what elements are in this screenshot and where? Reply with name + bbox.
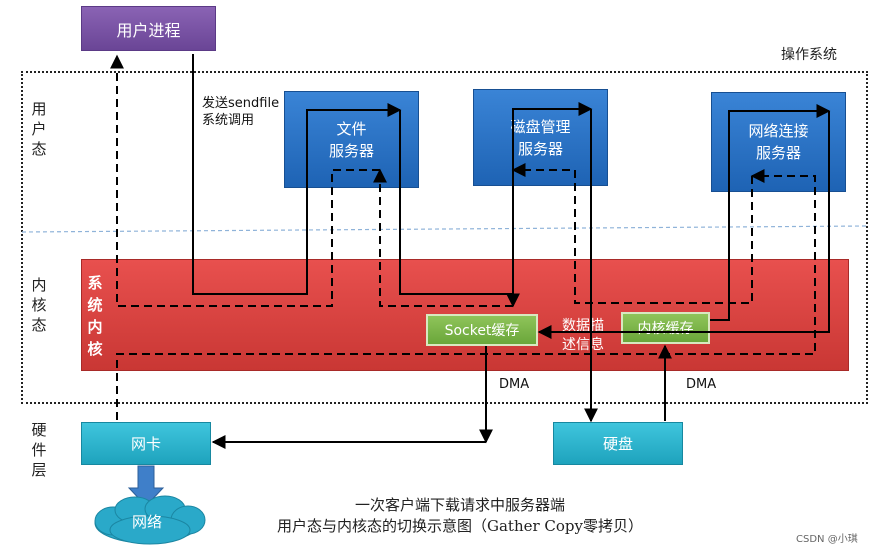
sendfile-note: 发送sendfile 系统调用 <box>202 95 279 129</box>
watermark: CSDN @小琪 <box>796 534 858 545</box>
network-server-line2: 服务器 <box>755 144 801 162</box>
caption-line1: 一次客户端下载请求中服务器端 <box>354 496 565 514</box>
layer-label-kernel: 内核态 <box>30 275 48 335</box>
network-cloud-label: 网络 <box>131 513 162 531</box>
figure-caption: 一次客户端下载请求中服务器端 用户态与内核态的切换示意图（Gather Copy… <box>200 494 720 536</box>
descriptor-label: 数据描 述信息 <box>562 317 622 355</box>
dma-label-left: DMA <box>499 377 530 392</box>
layer-label-user: 用户态 <box>30 99 48 159</box>
layer-label-hardware: 硬件层 <box>30 420 48 480</box>
os-boundary <box>21 71 868 404</box>
layer-label-kernel-text: 内核态 <box>31 276 47 334</box>
os-label: 操作系统 <box>781 47 837 63</box>
layer-label-user-text: 用户态 <box>31 100 47 158</box>
descriptor-line2: 述信息 <box>562 337 604 353</box>
nic-box: 网卡 <box>81 422 211 465</box>
sendfile-note-line2: 系统调用 <box>202 113 255 128</box>
disk-server-line2: 服务器 <box>517 139 563 158</box>
network-server-line1: 网络连接 <box>748 122 809 140</box>
file-server-line2: 服务器 <box>328 141 374 160</box>
sendfile-note-line1: 发送sendfile <box>202 96 280 111</box>
disk-box: 硬盘 <box>553 422 683 465</box>
layer-label-hardware-text: 硬件层 <box>31 421 47 479</box>
kernel-buffer-box: 内核缓存 <box>621 312 710 344</box>
descriptor-line1: 数据描 <box>562 318 604 334</box>
dma-label-right: DMA <box>686 377 717 392</box>
system-kernel-label: 系统内核 <box>87 274 103 358</box>
user-process-box: 用户进程 <box>81 6 216 51</box>
file-server-line1: 文件 <box>336 119 367 138</box>
caption-line2: 用户态与内核态的切换示意图（Gather Copy零拷贝） <box>276 517 643 535</box>
socket-buffer-box: Socket缓存 <box>426 314 538 346</box>
disk-server-line1: 磁盘管理 <box>510 117 571 136</box>
